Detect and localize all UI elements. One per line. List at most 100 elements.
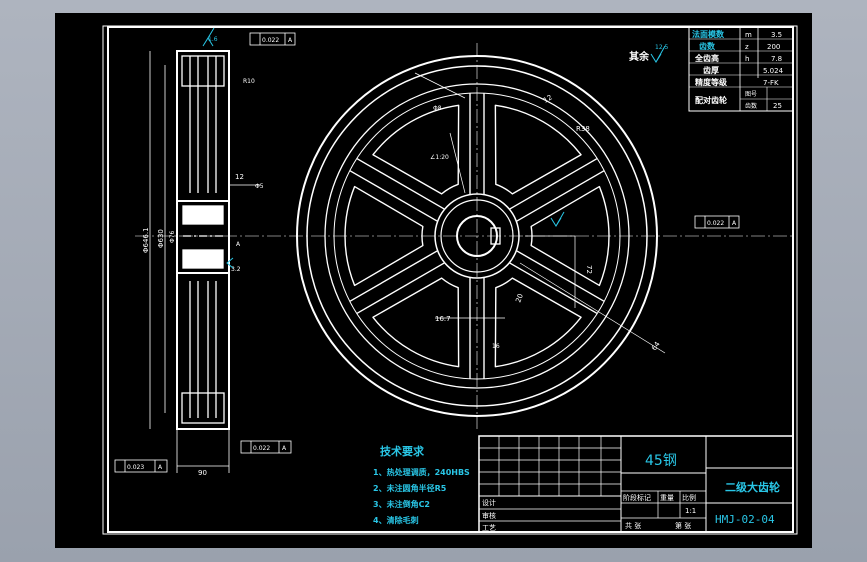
runout-left-value: 0.023 bbox=[127, 464, 144, 471]
gear-drawing: Φ646.1 Φ630 Φ76 90 12 Φ5 R10 A 3.2 0.022… bbox=[55, 13, 812, 548]
tech-requirements: 技术要求 1、热处理调质，240HBS 2、未注圆角半径R5 3、未注倒角C2 … bbox=[373, 444, 470, 525]
web-cutout bbox=[372, 104, 460, 195]
scale-label: 比例 bbox=[682, 493, 696, 502]
front-view-dimensions bbox=[414, 72, 666, 354]
roughness-symbol-hub bbox=[226, 257, 234, 269]
spoke-edge bbox=[356, 157, 445, 210]
weight-label: 重量 bbox=[660, 494, 674, 502]
gear-param-row-5: 配对齿轮 图号 齿数 25 bbox=[695, 91, 782, 110]
title-block-grid bbox=[478, 436, 622, 522]
flatness-bottom-value: 0.022 bbox=[253, 445, 270, 452]
param-symbol: 图号 bbox=[745, 91, 757, 98]
drawing-background bbox=[55, 13, 812, 548]
material-label: 45钢 bbox=[645, 453, 677, 469]
dim-angle: ∠1:20 bbox=[430, 154, 449, 161]
param-name: 齿数 bbox=[699, 41, 716, 51]
gear-parameter-table bbox=[688, 26, 794, 112]
dim-keyway-depth: 16.7 bbox=[435, 315, 451, 323]
keyway-tolerance-value: 0.022 bbox=[707, 220, 724, 227]
param-value: 25 bbox=[773, 102, 782, 110]
spoke-edge bbox=[516, 250, 605, 303]
row-label-review: 审核 bbox=[482, 511, 496, 520]
roughness-symbol-bore bbox=[550, 211, 565, 227]
roughness-other-value: 12.5 bbox=[655, 44, 669, 51]
keyway-tolerance-frame: 0.022 A bbox=[694, 215, 740, 229]
web-cutout bbox=[344, 185, 424, 287]
web-cutout bbox=[530, 185, 610, 287]
param-symbol: h bbox=[745, 55, 749, 63]
param-value: 200 bbox=[767, 43, 780, 51]
dim-rim-thickness: 20 bbox=[514, 293, 525, 304]
sheet-total: 共 张 bbox=[625, 521, 641, 530]
drawing-number-label: HMJ-02-04 bbox=[715, 513, 775, 526]
tech-requirements-title: 技术要求 bbox=[380, 444, 425, 458]
flatness-top-value: 0.022 bbox=[262, 37, 279, 44]
dim-fillet: R10 bbox=[243, 78, 255, 85]
roughness-other-label: 其余 bbox=[629, 50, 650, 63]
tech-requirement-item: 2、未注圆角半径R5 bbox=[373, 483, 447, 493]
flatness-frame-top: 0.022 A bbox=[249, 32, 296, 46]
dim-root-diameter: Φ630 bbox=[157, 229, 165, 248]
tech-requirement-item: 3、未注倒角C2 bbox=[373, 499, 430, 509]
dim-keyway-width: 16 bbox=[492, 343, 500, 350]
dim-spoke-width: 12 bbox=[542, 93, 554, 104]
keyway-tolerance-datum: A bbox=[732, 220, 737, 227]
flatness-bottom-datum: A bbox=[282, 445, 287, 452]
gear-param-row-3: 齿厚 5.024 bbox=[703, 65, 784, 75]
tech-requirement-item: 4、清除毛刺 bbox=[373, 515, 419, 525]
scale-value: 1:1 bbox=[685, 507, 696, 515]
dim-ring: Φ8 bbox=[433, 105, 442, 112]
dim-datum-a: A bbox=[236, 241, 241, 248]
gear-param-row-0: 法面模数 m 3.5 bbox=[692, 29, 782, 39]
cad-viewport[interactable]: Φ646.1 Φ630 Φ76 90 12 Φ5 R10 A 3.2 0.022… bbox=[55, 13, 812, 548]
section-view bbox=[149, 50, 260, 473]
part-name-label: 二级大齿轮 bbox=[725, 480, 780, 494]
param-name: 齿厚 bbox=[703, 65, 719, 75]
spoke-edge bbox=[349, 169, 438, 222]
dim-roughness-section: 3.2 bbox=[231, 266, 241, 273]
sheet-number: 第 张 bbox=[675, 521, 691, 530]
stage-label: 阶段标记 bbox=[623, 493, 651, 502]
spoke-edge bbox=[349, 250, 438, 303]
dim-inner-width: 12 bbox=[235, 173, 244, 181]
param-value: 7.8 bbox=[771, 55, 782, 63]
param-name: 全齿高 bbox=[694, 53, 719, 63]
dim-hub-diameter: Φ76 bbox=[169, 230, 176, 243]
spoke-edge bbox=[509, 262, 598, 315]
inner-frame bbox=[107, 26, 794, 533]
param-value: 5.024 bbox=[763, 67, 784, 75]
spoke-edge bbox=[509, 157, 598, 210]
web-cutout bbox=[494, 277, 582, 368]
dim-web-radius: R38 bbox=[576, 125, 590, 133]
param-name: 配对齿轮 bbox=[695, 95, 727, 105]
dim-tip-diameter: Φ646.1 bbox=[142, 227, 150, 253]
roughness-symbol-top bbox=[202, 27, 215, 47]
gear-param-row-4: 精度等级 7-FK bbox=[695, 77, 779, 87]
param-symbol: 齿数 bbox=[745, 102, 757, 110]
row-label-design: 设计 bbox=[482, 498, 496, 507]
dim-side-ref: Φ5 bbox=[255, 183, 264, 190]
dim-bore-depth: 72 bbox=[585, 265, 593, 274]
runout-frame-left: 0.023 A bbox=[114, 459, 168, 473]
web-cutout bbox=[494, 104, 582, 195]
param-name: 法面模数 bbox=[692, 29, 725, 39]
flatness-frame-bottom: 0.022 A bbox=[240, 440, 292, 454]
spoke-group bbox=[349, 93, 605, 379]
spoke-edge bbox=[516, 169, 605, 222]
tech-requirement-item: 1、热处理调质，240HBS bbox=[373, 467, 470, 477]
param-symbol: z bbox=[745, 43, 749, 51]
spoke-edge bbox=[356, 262, 445, 315]
param-value: 3.5 bbox=[771, 31, 782, 39]
gear-param-row-2: 全齿高 h 7.8 bbox=[694, 53, 782, 63]
param-name: 精度等级 bbox=[695, 77, 728, 87]
gear-param-row-1: 齿数 z 200 bbox=[699, 41, 780, 51]
param-symbol: m bbox=[745, 31, 752, 39]
dim-outer-rim: 64 bbox=[650, 340, 662, 352]
row-label-process: 工艺 bbox=[482, 524, 496, 532]
param-value: 7-FK bbox=[763, 79, 779, 87]
flatness-top-datum: A bbox=[288, 37, 293, 44]
dim-overall-width: 90 bbox=[198, 469, 207, 477]
roughness-other-symbol bbox=[650, 45, 666, 63]
roughness-top-value: 1.6 bbox=[208, 36, 218, 43]
runout-left-datum: A bbox=[158, 464, 163, 471]
